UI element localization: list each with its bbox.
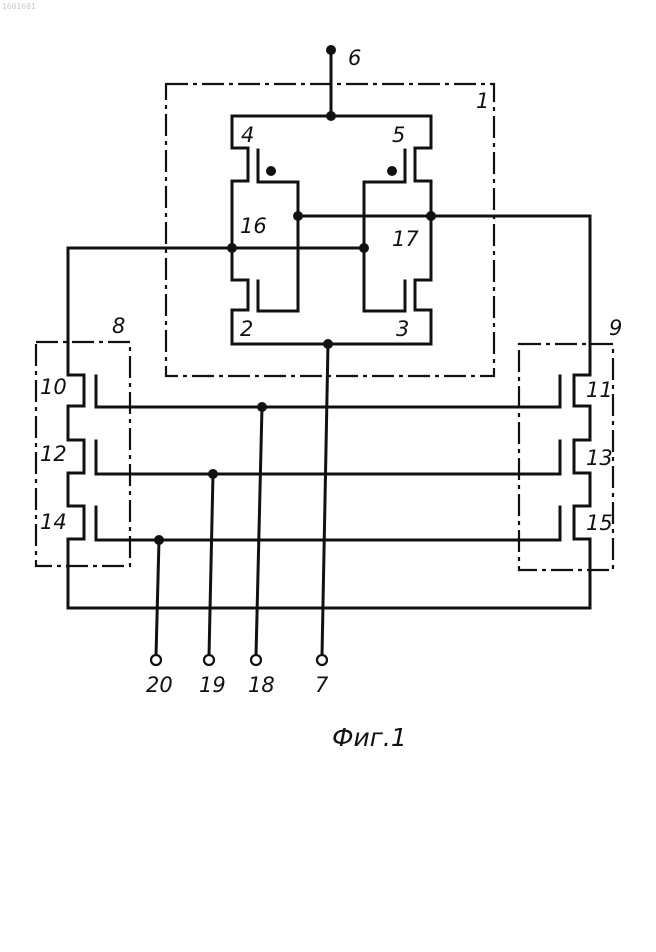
label-9: 9	[609, 316, 622, 340]
label-6: 6	[348, 46, 361, 70]
label-5: 5	[392, 123, 405, 147]
label-4: 4	[241, 123, 254, 147]
label-3: 3	[396, 317, 409, 341]
label-18: 18	[248, 673, 275, 697]
label-15: 15	[586, 511, 613, 535]
figure-caption: Фиг.1	[332, 723, 407, 752]
label-20: 20	[146, 673, 173, 697]
label-8: 8	[112, 314, 125, 338]
right-transistor-chain	[560, 375, 590, 608]
label-11: 11	[586, 378, 613, 402]
label-16: 16	[240, 214, 267, 238]
left-transistor-chain	[68, 375, 96, 608]
input-terminal-20	[151, 535, 164, 665]
input-terminal-18	[251, 402, 267, 665]
label-19: 19	[199, 673, 226, 697]
node-16-wiring	[68, 243, 369, 375]
label-7: 7	[315, 673, 329, 697]
block-1-outline	[166, 84, 494, 376]
ground-terminal-7	[232, 339, 431, 665]
node-17-wiring	[293, 211, 590, 375]
input-terminal-19	[204, 469, 218, 665]
label-2: 2	[240, 317, 253, 341]
label-14: 14	[40, 510, 67, 534]
label-1: 1	[476, 89, 489, 113]
label-13: 13	[586, 446, 613, 470]
document-number: 1601601	[2, 2, 36, 11]
label-10: 10	[40, 375, 67, 399]
label-12: 12	[40, 442, 67, 466]
label-17: 17	[392, 227, 419, 251]
